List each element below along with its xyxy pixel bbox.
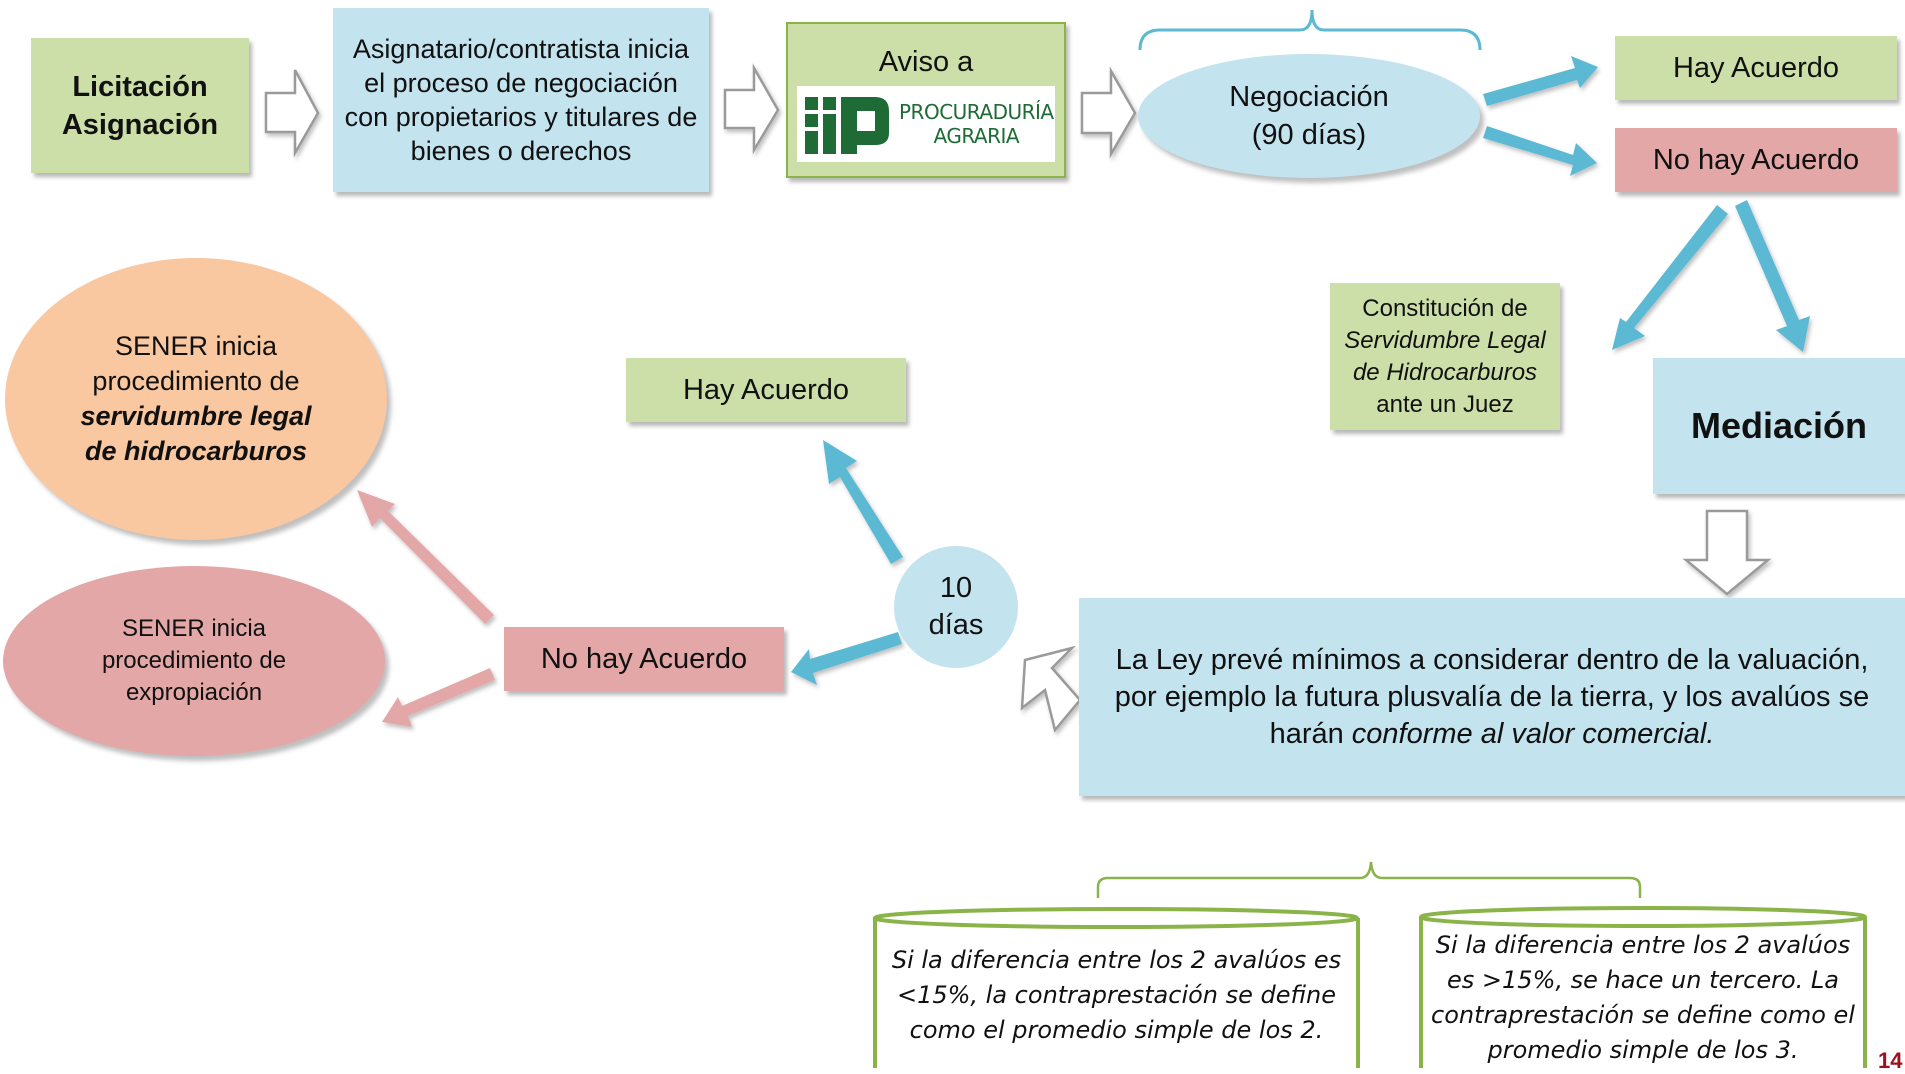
page-number: 14 — [1878, 1048, 1903, 1073]
cylinder-left-text: Si la diferencia entre los 2 avalúos es … — [885, 935, 1348, 1055]
ley-text-part2: conforme al valor comercial. — [1351, 717, 1715, 750]
asignatario-label: Asignatario/contratista inicia el proces… — [344, 34, 698, 166]
asignatario-box: Asignatario/contratista inicia el proces… — [333, 8, 709, 192]
no-hay-acuerdo-mid-box: No hay Acuerdo — [504, 627, 784, 691]
constitucion-line3: de Hidrocarburos — [1352, 358, 1538, 386]
block-arrow-3 — [1080, 66, 1137, 159]
negociacion-oval: Negociación (90 días) — [1138, 54, 1480, 178]
arrow-to-no-hay-acuerdo-mid — [791, 632, 902, 685]
constitucion-box: Constitución de Servidumbre Legal de Hid… — [1330, 283, 1560, 430]
ley-box: La Ley prevé mínimos a considerar dentro… — [1079, 598, 1905, 796]
logo-line1: PROCURADURÍA — [899, 100, 1054, 124]
diez-dias-oval: 10 días — [894, 546, 1018, 668]
arrow-to-hay-acuerdo-top — [1483, 56, 1598, 106]
no-hay-acuerdo-mid-label: No hay Acuerdo — [540, 642, 748, 675]
cylinder-left-shape — [873, 907, 1360, 1068]
hay-acuerdo-mid-box: Hay Acuerdo — [626, 358, 906, 422]
licitacion-label: Licitación Asignación — [61, 70, 219, 141]
constitucion-line2: Servidumbre Legal — [1344, 326, 1546, 354]
mediacion-label: Mediación — [1690, 405, 1868, 446]
arrow-to-no-hay-acuerdo-top — [1483, 126, 1597, 176]
constitucion-line4: ante un Juez — [1376, 390, 1514, 418]
licitacion-box: Licitación Asignación — [31, 38, 249, 173]
hay-acuerdo-mid-label: Hay Acuerdo — [682, 373, 850, 406]
negociacion-brace — [1138, 9, 1482, 51]
cylinder-right-text: Si la diferencia entre los 2 avalúos es … — [1431, 928, 1855, 1068]
aviso-label: Aviso a — [878, 46, 974, 78]
block-arrow-diagonal — [1020, 645, 1082, 733]
cylinder-right-shape — [1419, 906, 1867, 1068]
aviso-box: Aviso a PROCURADURÍA AGRARIA — [786, 22, 1066, 178]
sener-expropiacion-oval: SENER inicia procedimiento de expropiaci… — [3, 566, 385, 756]
sener-servidumbre-line2: servidumbre legal de hidrocarburos — [80, 401, 312, 466]
logo-line2: AGRARIA — [933, 124, 1020, 148]
arrow-to-constitucion — [1612, 205, 1728, 350]
procuraduria-logo: PROCURADURÍA AGRARIA — [797, 86, 1055, 162]
constitucion-line1: Constitución de — [1362, 294, 1528, 322]
hay-acuerdo-top-box: Hay Acuerdo — [1615, 36, 1897, 100]
sener-expropiacion-label: SENER inicia procedimiento de expropiaci… — [101, 615, 287, 706]
ley-text: La Ley prevé mínimos a considerar dentro… — [1091, 642, 1893, 753]
block-arrow-down — [1682, 509, 1772, 596]
cylinder-left-label: Si la diferencia entre los 2 avalúos es … — [891, 945, 1342, 1044]
no-hay-acuerdo-top-label: No hay Acuerdo — [1652, 143, 1860, 176]
diez-dias-label: 10 días — [928, 572, 984, 641]
arrow-to-expropiacion — [382, 668, 495, 727]
negociacion-label: Negociación (90 días) — [1229, 81, 1389, 151]
sener-servidumbre-oval: SENER inicia procedimiento de servidumbr… — [5, 258, 387, 540]
block-arrow-2 — [723, 63, 780, 155]
mediacion-box: Mediación — [1653, 358, 1905, 494]
arrow-to-hay-acuerdo-mid — [823, 440, 903, 564]
procuraduria-logo-mark — [805, 97, 889, 154]
no-hay-acuerdo-top-box: No hay Acuerdo — [1615, 128, 1897, 192]
sener-servidumbre-line1: SENER inicia procedimiento de — [92, 331, 300, 396]
ley-text-part1: La Ley prevé mínimos a considerar dentro… — [1114, 643, 1870, 750]
arrow-to-mediacion — [1735, 200, 1810, 352]
hay-acuerdo-top-label: Hay Acuerdo — [1672, 51, 1840, 84]
cylinders-brace — [1096, 861, 1642, 898]
cylinder-right-label: Si la diferencia entre los 2 avalúos es … — [1431, 931, 1855, 1064]
block-arrow-1 — [264, 69, 320, 158]
arrow-to-servidumbre — [357, 490, 494, 624]
